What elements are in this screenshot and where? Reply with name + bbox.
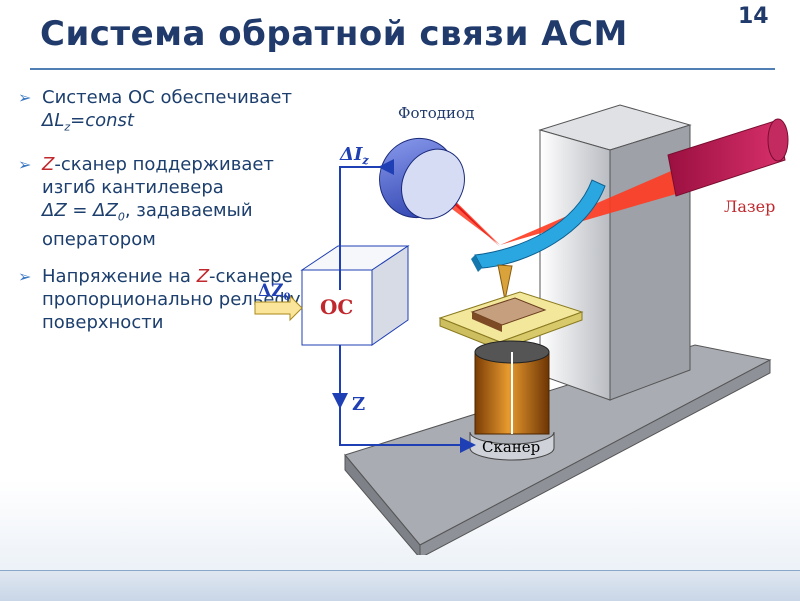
formula-delta-z: ΔZ = ΔZ0	[42, 199, 125, 224]
cantilever	[471, 179, 606, 301]
title-divider	[30, 68, 775, 70]
slide-number: 14	[738, 4, 769, 29]
feedback-wires	[332, 159, 476, 453]
bullet-text: Система ОС обеспечивает	[42, 87, 292, 108]
z-label: Z	[352, 394, 365, 415]
laser-label: Лазер	[724, 197, 775, 216]
bullet-item: ➢ Z-сканер поддерживает изгиб кантилевер…	[18, 153, 318, 252]
slide-title: Система обратной связи АСМ	[40, 14, 628, 54]
bullet-text: -сканер поддерживает изгиб кантилевера	[42, 153, 274, 198]
formula-delta-lz: ΔLz=const	[42, 110, 134, 134]
input-arrow	[254, 294, 303, 322]
bullet-item: ➢ Напряжение на Z-сканере пропорциональн…	[18, 265, 318, 334]
afm-diagram: Фотодиод Лазер Сканер ОС ΔIz ΔZ0 Z	[254, 104, 789, 555]
bullet-list: ➢ Система ОС обеспечивает ΔLz=const ➢ Z-…	[18, 86, 318, 348]
photodiode-label: Фотодиод	[398, 104, 474, 122]
bullet-item: ➢ Система ОС обеспечивает ΔLz=const	[18, 86, 318, 139]
bullet-text: -сканере пропорционально рельефу поверхн…	[42, 266, 301, 334]
base-plate	[344, 344, 772, 555]
bullet-text: , задаваемый оператором	[42, 199, 253, 251]
chevron-right-icon: ➢	[18, 267, 32, 287]
delta-z0-label: ΔZ0	[258, 281, 291, 303]
z-letter: Z	[42, 153, 55, 175]
delta-lz-label: ΔIz	[339, 144, 369, 167]
photodiode	[379, 137, 465, 220]
scanner-label: Сканер	[482, 438, 540, 456]
chevron-right-icon: ➢	[18, 88, 32, 107]
bullet-text: Напряжение на	[42, 266, 191, 288]
z-letter: Z	[196, 266, 210, 288]
pillar	[538, 104, 692, 401]
sample-stage	[438, 291, 584, 351]
chevron-right-icon: ➢	[18, 154, 32, 174]
oc-label: ОС	[320, 295, 353, 319]
footer-band	[0, 570, 800, 601]
oc-block	[300, 245, 410, 346]
scanner	[469, 340, 555, 461]
